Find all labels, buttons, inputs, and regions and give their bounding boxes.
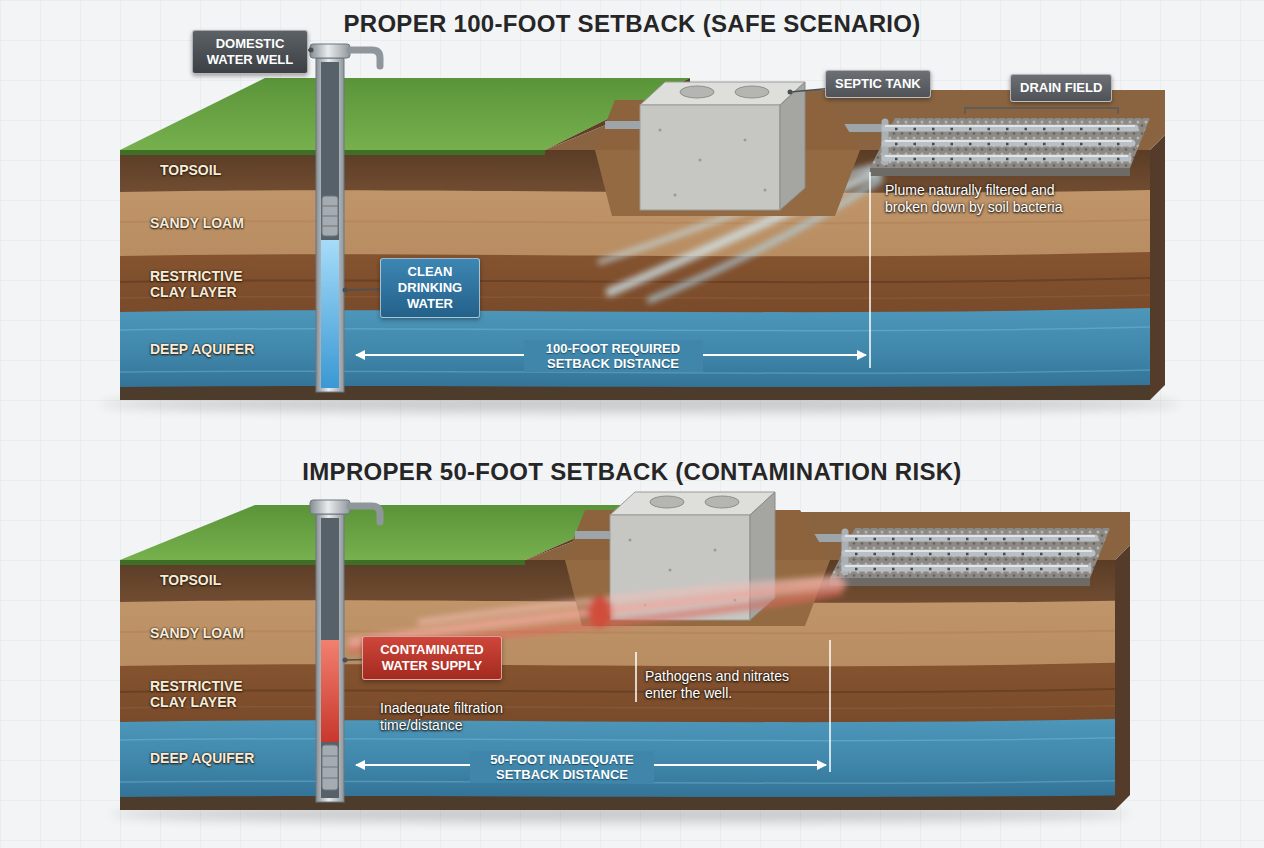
- note-text: Inadequate filtration time/distance: [380, 700, 580, 734]
- leader-dot: [343, 288, 348, 293]
- note-text: Plume naturally filtered and broken down…: [885, 182, 1100, 216]
- layer-label: SANDY LOAM: [150, 215, 244, 231]
- callout-text: SEPTIC TANK: [835, 76, 921, 92]
- leader-dot: [343, 658, 348, 663]
- leader-dot: [309, 48, 314, 53]
- panel-title: IMPROPER 50-FOOT SETBACK (CONTAMINATION …: [0, 458, 1264, 486]
- panel-title: PROPER 100-FOOT SETBACK (SAFE SCENARIO): [0, 10, 1264, 38]
- layer-label: SANDY LOAM: [150, 625, 244, 641]
- layer-label: DEEP AQUIFER: [150, 750, 254, 766]
- dimension-label: 100-FOOT REQUIRED SETBACK DISTANCE: [524, 340, 703, 372]
- callout-text: CLEAN DRINKING WATER: [390, 264, 470, 312]
- callout-box: CLEAN DRINKING WATER: [380, 258, 480, 318]
- callout-box: CONTAMINATED WATER SUPPLY: [362, 636, 502, 680]
- layer-label: TOPSOIL: [160, 572, 221, 588]
- dimension-label: 50-FOOT INADEQUATE SETBACK DISTANCE: [470, 751, 654, 783]
- callout-text: DOMESTIC WATER WELL: [202, 36, 298, 68]
- layer-label: TOPSOIL: [160, 162, 221, 178]
- callout-text: DRAIN FIELD: [1020, 80, 1102, 96]
- callout-box: SEPTIC TANK: [825, 70, 931, 98]
- layer-label: RESTRICTIVE CLAY LAYER: [150, 678, 270, 710]
- callout-box: DOMESTIC WATER WELL: [192, 30, 308, 74]
- layer-label: RESTRICTIVE CLAY LAYER: [150, 268, 270, 300]
- layer-label: DEEP AQUIFER: [150, 341, 254, 357]
- callout-text: CONTAMINATED WATER SUPPLY: [372, 642, 492, 674]
- callout-box: DRAIN FIELD: [1010, 74, 1112, 102]
- note-text: Pathogens and nitrates enter the well.: [645, 668, 820, 702]
- leader-dot: [788, 90, 793, 95]
